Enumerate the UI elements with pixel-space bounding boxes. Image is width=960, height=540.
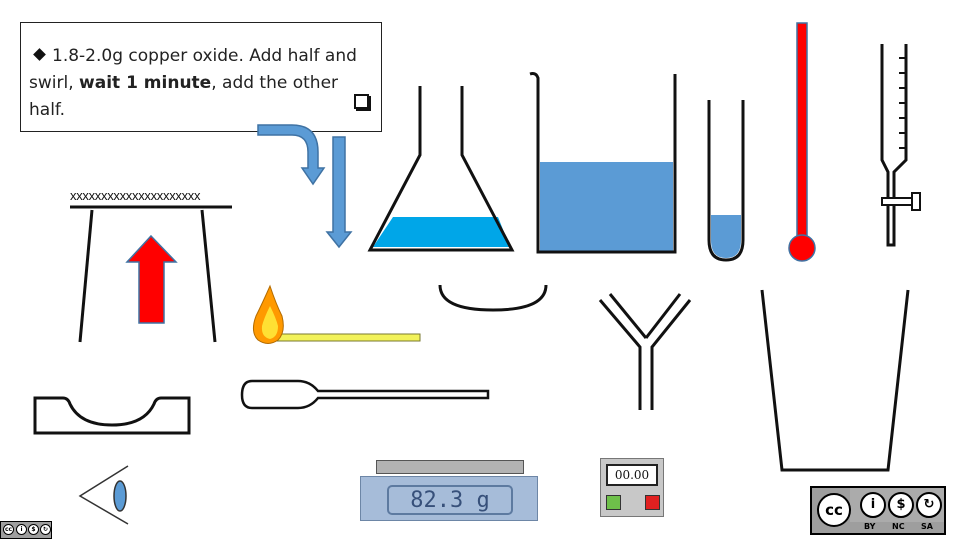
spatula[interactable] bbox=[240, 379, 490, 410]
burette[interactable] bbox=[880, 44, 921, 247]
instruction-line-2-start: swirl, bbox=[29, 73, 80, 93]
heat-arrow[interactable] bbox=[125, 234, 178, 324]
cc-icon: cc bbox=[817, 493, 851, 527]
eye-icon bbox=[78, 465, 129, 525]
balance-pan[interactable] bbox=[376, 460, 524, 474]
cc-small-icon: cc bbox=[3, 524, 14, 535]
non-commercial-small-icon: $ bbox=[28, 524, 39, 535]
share-alike-icon: ↻ bbox=[916, 492, 942, 518]
stopwatch[interactable]: 00.00 bbox=[600, 458, 664, 517]
attribution-icon: i bbox=[860, 492, 886, 518]
cc-by-label: BY bbox=[864, 522, 876, 531]
down-blue-arrow[interactable] bbox=[325, 136, 353, 249]
stop-button[interactable] bbox=[645, 495, 660, 510]
stopwatch-display: 00.00 bbox=[606, 464, 658, 486]
large-beaker[interactable] bbox=[760, 289, 910, 472]
non-commercial-icon: $ bbox=[888, 492, 914, 518]
burning-splint[interactable] bbox=[252, 284, 421, 344]
thermometer[interactable] bbox=[788, 22, 816, 262]
start-button[interactable] bbox=[606, 495, 621, 510]
tripod-stand[interactable] bbox=[70, 205, 232, 343]
instruction-card: 1.8-2.0g copper oxide. Add half and swir… bbox=[20, 22, 382, 132]
watch-glass[interactable] bbox=[438, 284, 548, 312]
test-tube[interactable] bbox=[707, 100, 745, 262]
cc-license-badge-small[interactable]: cc i $ ↻ bbox=[0, 521, 52, 539]
instruction-text: 1.8-2.0g copper oxide. Add half and swir… bbox=[29, 43, 379, 124]
attribution-small-icon: i bbox=[16, 524, 27, 535]
conical-flask[interactable] bbox=[367, 86, 515, 252]
curved-blue-arrow[interactable] bbox=[257, 124, 326, 186]
cc-sa-label: SA bbox=[921, 522, 933, 531]
balance[interactable]: 82.3 g bbox=[360, 476, 538, 521]
balance-reading: 82.3 g bbox=[387, 485, 513, 515]
instruction-line-1: 1.8-2.0g copper oxide. Add half and bbox=[52, 46, 357, 66]
filter-funnel[interactable] bbox=[598, 293, 692, 410]
beaker[interactable] bbox=[529, 72, 677, 254]
instruction-wait-emphasis: wait 1 minute bbox=[79, 73, 212, 93]
cc-license-badge[interactable]: cc i $ ↻ BY NC SA bbox=[810, 486, 946, 535]
checkbox-icon[interactable] bbox=[354, 94, 369, 109]
instruction-line-2-end: , add the other half. bbox=[29, 73, 339, 120]
share-alike-small-icon: ↻ bbox=[40, 524, 51, 535]
gauze-mesh-label: xxxxxxxxxxxxxxxxxxxxx bbox=[70, 188, 201, 203]
cc-nc-label: NC bbox=[892, 522, 905, 531]
heatproof-mat[interactable] bbox=[33, 396, 191, 435]
